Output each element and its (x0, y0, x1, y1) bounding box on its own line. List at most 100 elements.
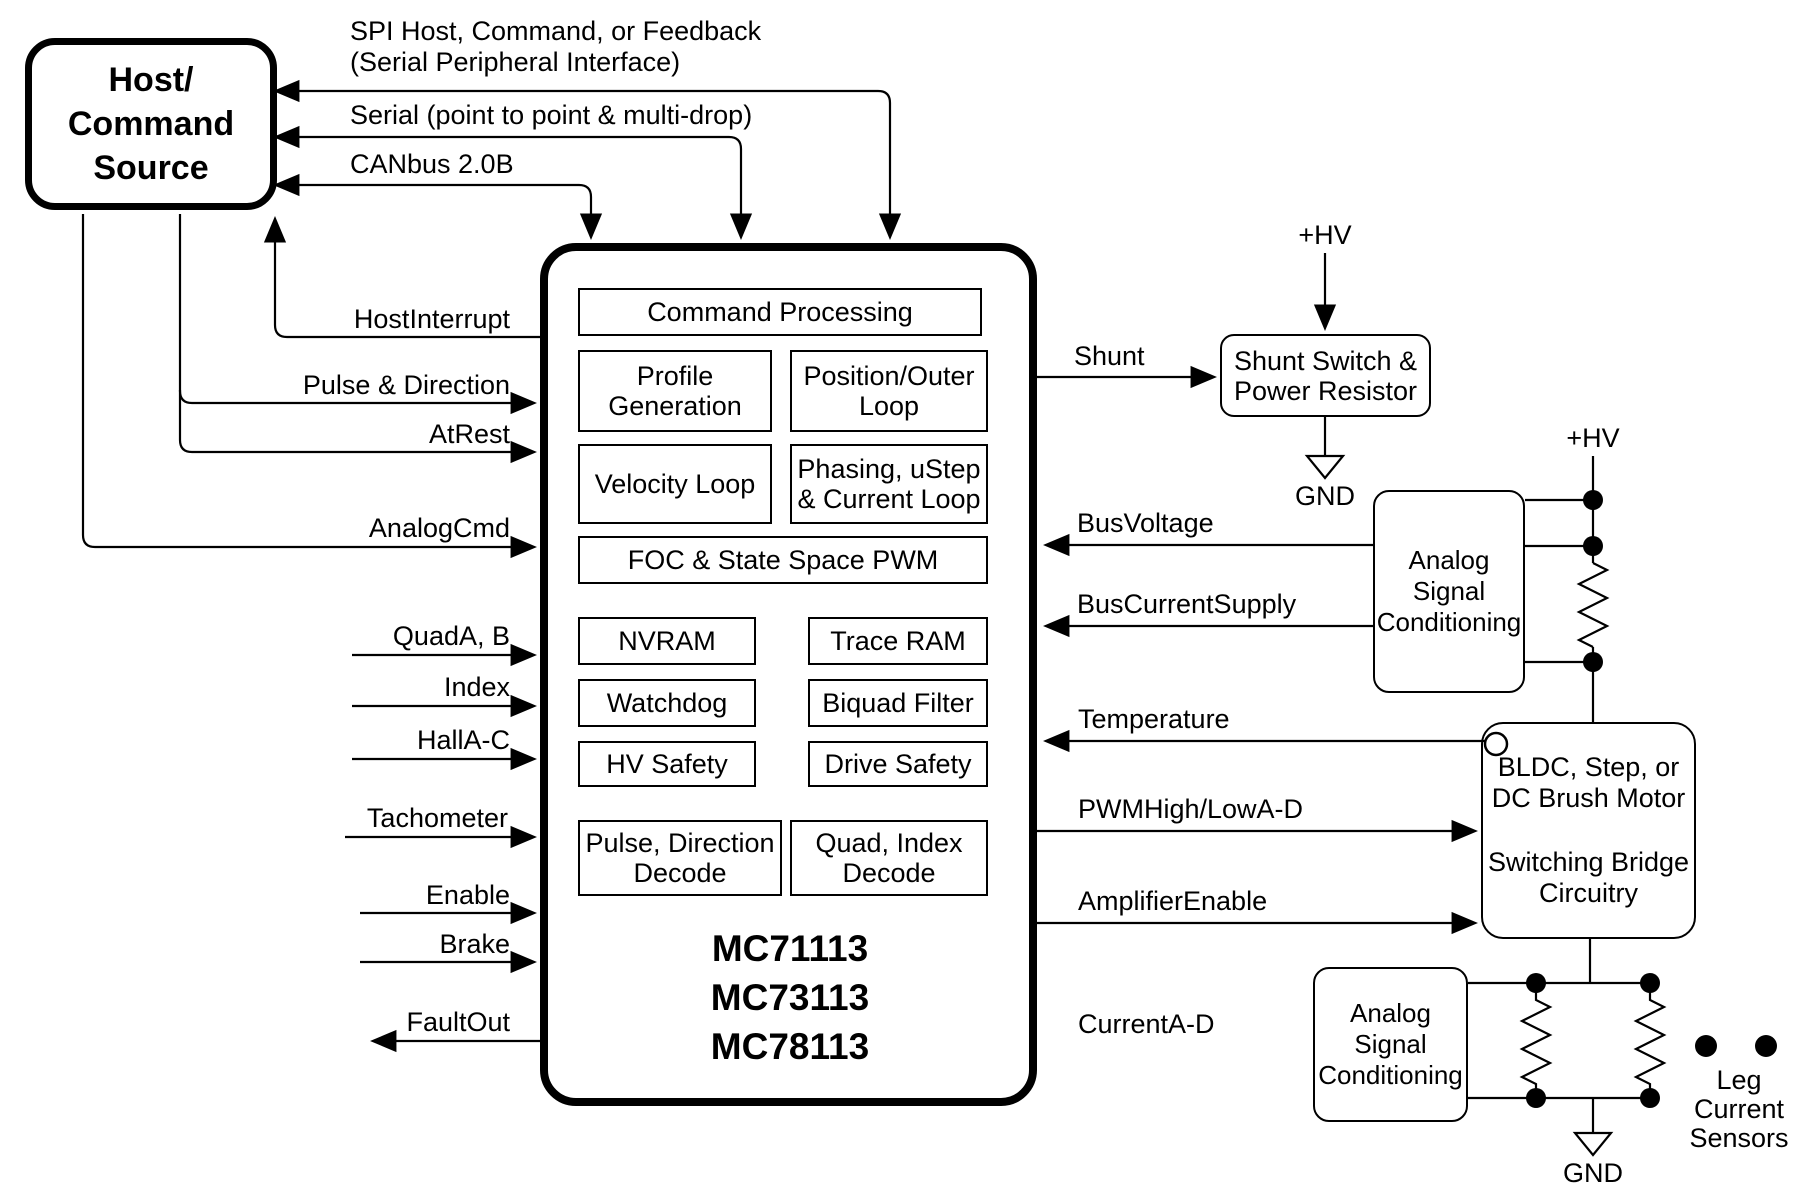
analog-signal-conditioning-top-box: Analog Signal Conditioning (1373, 490, 1525, 693)
wire-canbus (273, 173, 603, 240)
analog-signal-conditioning-bottom-box: Analog Signal Conditioning (1313, 967, 1468, 1122)
label-index: Index (443, 672, 510, 702)
junction-dot (1583, 652, 1603, 672)
block-profile-generation: Profile Generation (578, 350, 772, 432)
block-command-processing: Command Processing (578, 288, 982, 336)
part-number: MC73113 (710, 977, 870, 1018)
junction-dot (1526, 973, 1546, 993)
block-foc-state-space-pwm: FOC & State Space PWM (578, 536, 988, 584)
label-bus-current-supply: BusCurrentSupply (1077, 589, 1297, 619)
label-pulse-direction: Pulse & Direction (302, 370, 510, 400)
block-label: & Current Loop (797, 484, 981, 514)
leg-sensor-dot (1695, 1035, 1717, 1057)
label-amplifier-enable: AmplifierEnable (1078, 886, 1268, 916)
caption-line: Current (1693, 1094, 1785, 1124)
block-label: Decode (633, 858, 727, 888)
resistor-leg-2 (1633, 983, 1667, 1098)
label-spi-line1: SPI Host, Command, or Feedback (350, 16, 762, 46)
block-label: Circuitry (1539, 878, 1638, 908)
block-label: Power Resistor (1233, 375, 1418, 406)
block-velocity-loop: Velocity Loop (578, 444, 772, 524)
block-quad-index-decode: Quad, Index Decode (790, 820, 988, 896)
host-title-line: Host/ (108, 61, 194, 99)
block-label: Command Processing (647, 297, 913, 327)
part-numbers: MC71113 MC73113 MC78113 (560, 924, 1020, 1071)
label-enable: Enable (425, 880, 510, 910)
block-label: BLDC, Step, or (1497, 752, 1680, 782)
block-label: Pulse, Direction (585, 828, 775, 858)
block-pulse-direction-decode: Pulse, Direction Decode (578, 820, 782, 896)
block-label: NVRAM (618, 626, 716, 656)
junction-dot (1640, 973, 1660, 993)
gnd-symbol (1304, 454, 1346, 480)
label-brake: Brake (439, 929, 510, 959)
block-label: Velocity Loop (594, 469, 756, 499)
switching-bridge-box: BLDC, Step, or DC Brush Motor Switching … (1481, 722, 1696, 939)
label-temperature: Temperature (1078, 704, 1230, 734)
block-label: Signal (1412, 576, 1486, 606)
block-label: Shunt Switch & (1233, 345, 1418, 376)
block-label: Analog (1408, 545, 1490, 575)
label-serial: Serial (point to point & multi-drop) (350, 100, 753, 130)
label-hall-ac: HallA-C (416, 725, 510, 755)
caption-line: Sensors (1689, 1123, 1789, 1153)
label-at-rest: AtRest (428, 419, 510, 449)
label-hv-rail: +HV (1566, 423, 1620, 453)
junction-dot (1583, 536, 1603, 556)
block-label: Conditioning (1318, 1060, 1463, 1090)
block-position-outer-loop: Position/Outer Loop (790, 350, 988, 432)
block-label: Phasing, uStep (797, 454, 981, 484)
block-label: Loop (858, 391, 920, 421)
label-shunt: Shunt (1074, 341, 1145, 371)
block-label: Quad, Index (815, 828, 963, 858)
junction-dot (1640, 1088, 1660, 1108)
block-biquad-filter: Biquad Filter (808, 679, 988, 727)
block-label: Conditioning (1376, 607, 1522, 637)
host-command-source-box: Host/ Command Source (25, 38, 277, 210)
junction-dot (1583, 490, 1603, 510)
block-label: Generation (608, 391, 742, 421)
host-title-line: Source (93, 149, 209, 187)
leg-sensor-dot (1755, 1035, 1777, 1057)
part-number: MC71113 (711, 928, 869, 969)
block-drive-safety: Drive Safety (808, 741, 988, 787)
block-hv-safety: HV Safety (578, 741, 756, 787)
label-current-ad: CurrentA-D (1078, 1009, 1215, 1039)
label-hv-shunt: +HV (1298, 220, 1352, 250)
label-gnd-shunt: GND (1295, 481, 1355, 511)
leg-current-sensors-label: Leg Current Sensors (1664, 1066, 1813, 1153)
block-label: Biquad Filter (822, 688, 974, 718)
block-label: FOC & State Space PWM (627, 545, 939, 575)
label-spi-line2: (Serial Peripheral Interface) (350, 47, 681, 77)
label-fault-out: FaultOut (406, 1007, 510, 1037)
block-nvram: NVRAM (578, 617, 756, 665)
shunt-switch-box: Shunt Switch & Power Resistor (1220, 334, 1431, 417)
label-host-interrupt: HostInterrupt (353, 304, 510, 334)
label-bus-voltage: BusVoltage (1077, 508, 1214, 538)
block-label: Trace RAM (830, 626, 966, 656)
label-quad-ab: QuadA, B (392, 621, 510, 651)
label-analog-cmd: AnalogCmd (368, 513, 510, 543)
block-label: Watchdog (606, 688, 728, 718)
host-title-line: Command (67, 105, 235, 143)
label-gnd-legs: GND (1563, 1158, 1623, 1188)
resistor-hv-rail (1576, 562, 1610, 648)
block-phasing-ustep-current-loop: Phasing, uStep & Current Loop (790, 444, 988, 524)
label-canbus: CANbus 2.0B (350, 149, 514, 179)
block-label: DC Brush Motor (1491, 783, 1686, 813)
block-label: Profile (636, 361, 714, 391)
block-label: Signal (1354, 1029, 1427, 1059)
block-label: Drive Safety (824, 749, 972, 779)
resistor-leg-1 (1519, 983, 1553, 1098)
block-label: Position/Outer (803, 361, 975, 391)
block-label: Analog (1350, 998, 1431, 1028)
block-label: HV Safety (606, 749, 728, 779)
label-pwm-high-low: PWMHigh/LowA-D (1078, 794, 1304, 824)
caption-line: Leg (1716, 1065, 1762, 1095)
label-tachometer: Tachometer (366, 803, 508, 833)
gnd-symbol (1572, 1131, 1614, 1157)
block-label: Switching Bridge (1487, 847, 1690, 877)
junction-dot (1526, 1088, 1546, 1108)
block-watchdog: Watchdog (578, 679, 756, 727)
